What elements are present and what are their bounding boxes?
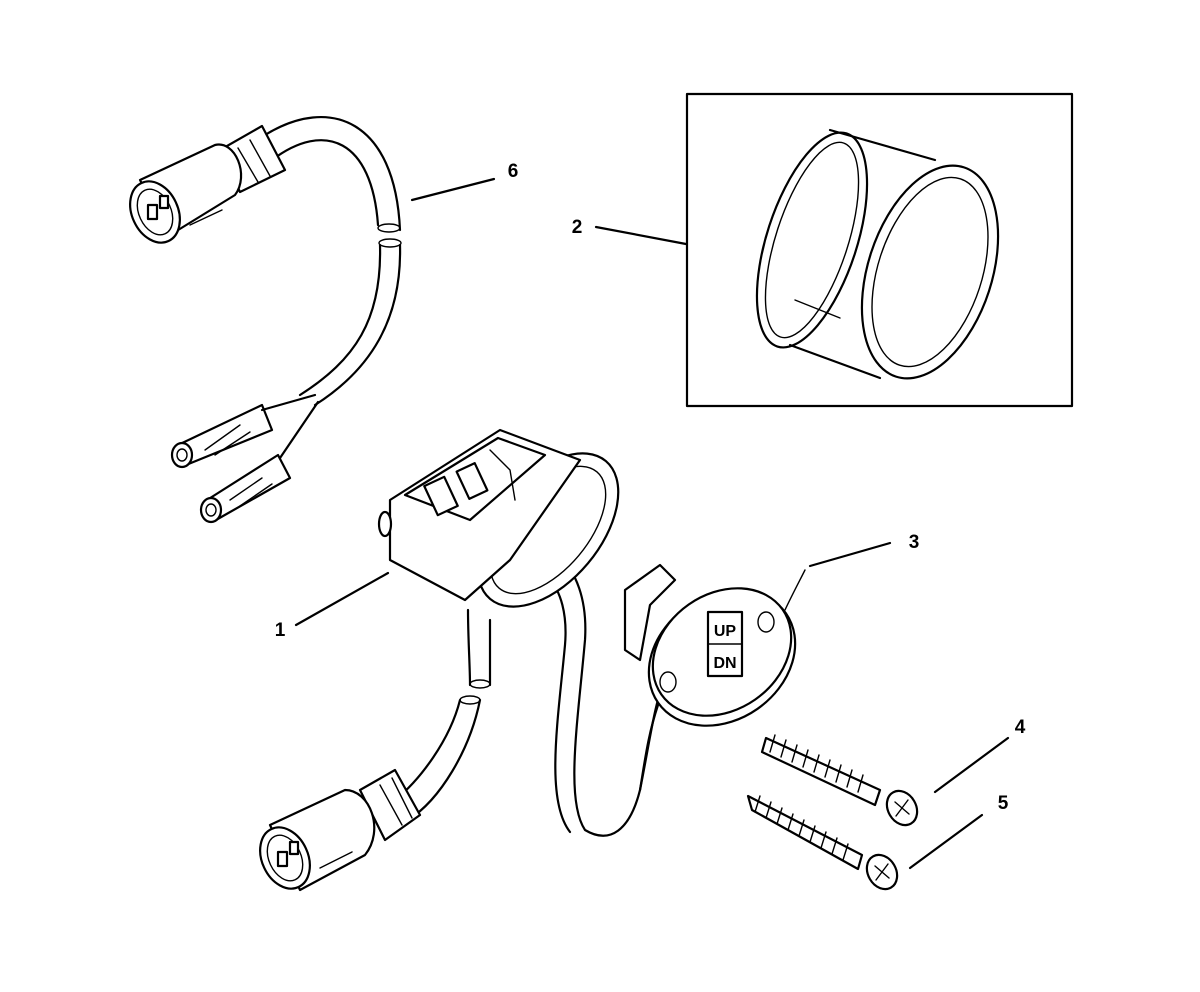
- leader-6: [410, 177, 496, 202]
- leader-lines: [294, 177, 1010, 870]
- part-5-screw: [746, 794, 899, 891]
- leader-1: [294, 571, 390, 627]
- leader-5: [908, 813, 984, 870]
- callout-numbers: 1 2 3 4 5 6: [275, 161, 1026, 814]
- callout-1: 1: [275, 620, 286, 641]
- callout-5: 5: [998, 793, 1009, 814]
- callout-6: 6: [508, 161, 519, 182]
- part-6-wire-harness: [129, 115, 402, 524]
- part-2-bezel: [685, 92, 1074, 408]
- part-3-switch-plate: UP DN: [623, 563, 806, 727]
- callout-2: 2: [572, 217, 583, 238]
- callout-3: 3: [909, 532, 920, 553]
- switch-down-label: DN: [713, 655, 736, 672]
- leader-4: [933, 736, 1010, 794]
- part-1-switch-housing: [259, 428, 667, 892]
- part-4-screw: [760, 734, 919, 827]
- switch-up-label: UP: [714, 623, 737, 640]
- leader-3: [808, 541, 892, 568]
- leader-2: [594, 225, 688, 246]
- callout-4: 4: [1015, 717, 1026, 738]
